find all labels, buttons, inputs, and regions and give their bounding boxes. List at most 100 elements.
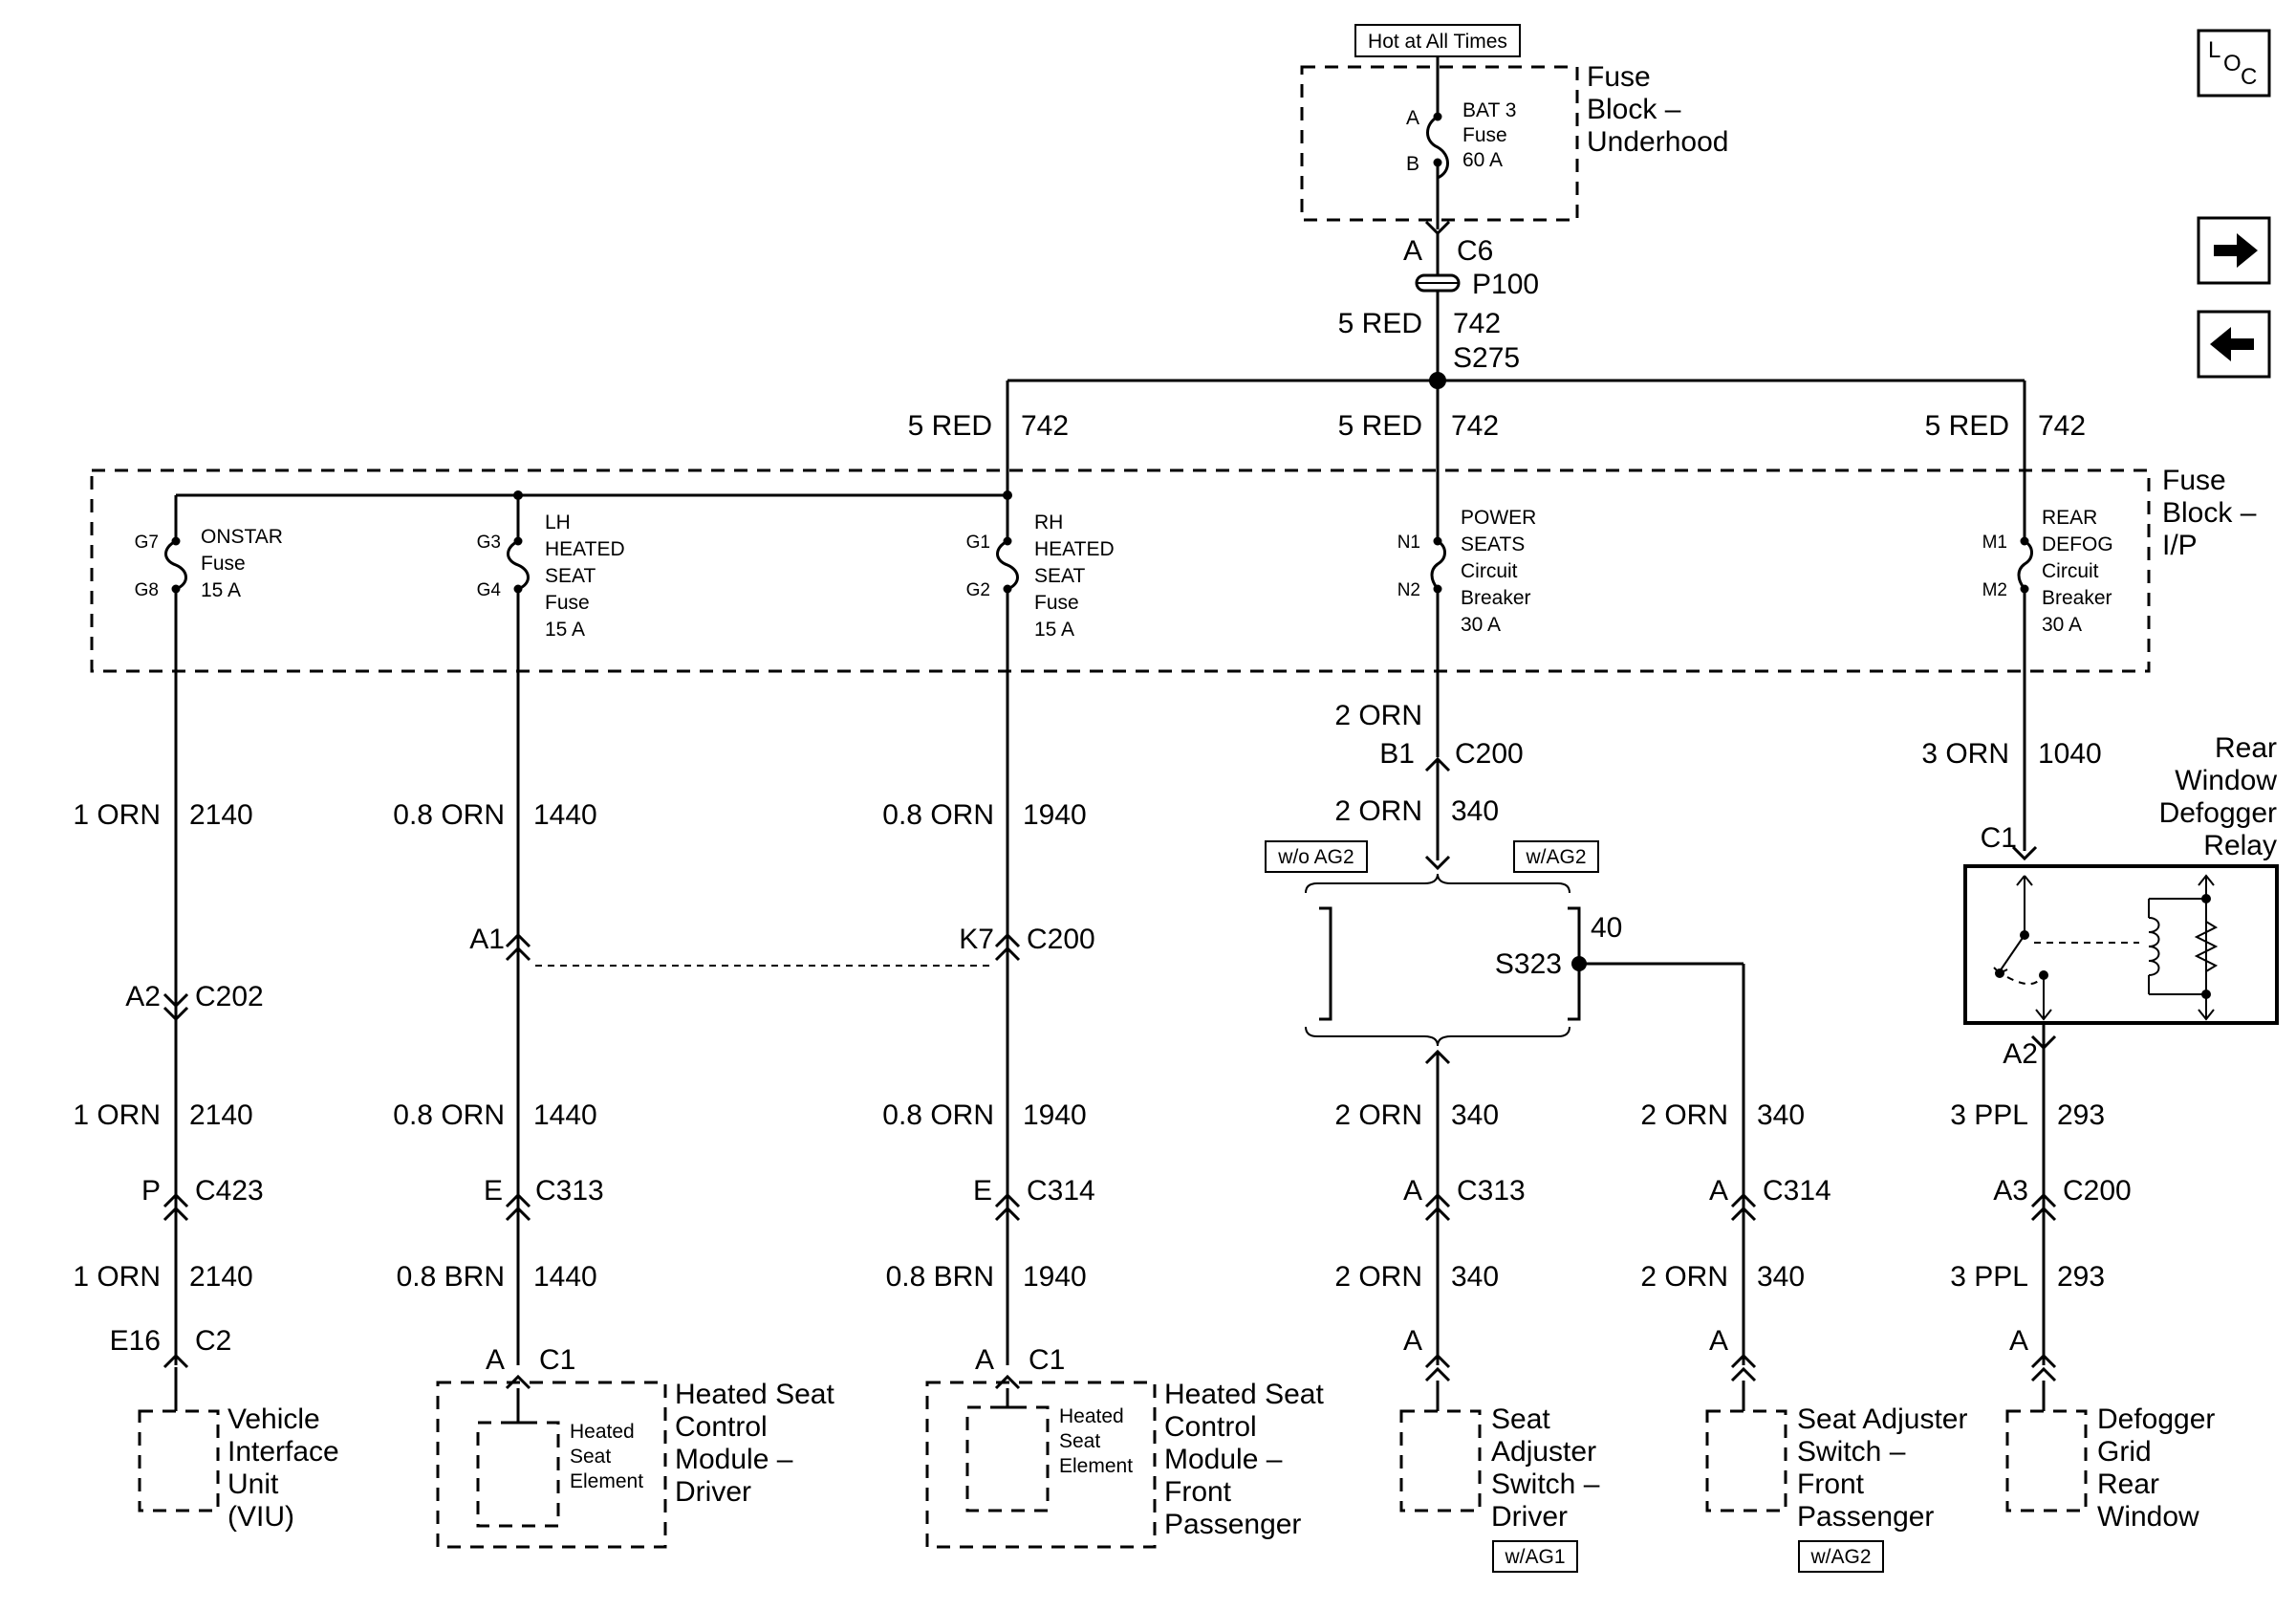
col3-wire1-gauge: 0.8 ORN — [882, 799, 994, 831]
lh-element-line-1: Heated — [570, 1421, 635, 1443]
viu-component — [138, 1409, 220, 1512]
col3-c1-pin: A — [975, 1344, 994, 1376]
relay-label-3: Defogger — [2159, 797, 2277, 829]
fuse-rh-seat-pin-in: G1 — [966, 533, 990, 553]
col3-wire3-circuit: 1940 — [1023, 1261, 1087, 1293]
col6-wire3-circuit: 293 — [2057, 1261, 2105, 1293]
col2-wire3-gauge: 0.8 BRN — [397, 1261, 505, 1293]
breaker-seats-line-1: POWER — [1461, 507, 1536, 529]
col1-wire1-gauge: 1 ORN — [73, 799, 161, 831]
breaker-seats-pin-in: N1 — [1397, 533, 1420, 553]
col6-c200-pin: A3 — [1993, 1175, 2028, 1207]
passenger-switch-label-1: Seat Adjuster — [1797, 1403, 1967, 1435]
breaker-defog-line-2: DEFOG — [2042, 533, 2113, 555]
col4-wire0-gauge: 2 ORN — [1334, 700, 1422, 731]
col2-wire1-gauge: 0.8 ORN — [393, 799, 505, 831]
rh-module-label-4: Front — [1164, 1476, 1232, 1508]
breaker-defog-pin-in: M1 — [1982, 533, 2007, 553]
defogger-label-3: Rear — [2097, 1469, 2159, 1500]
col1-wire3-circuit: 2140 — [189, 1261, 253, 1293]
col4-wire1-gauge: 2 ORN — [1334, 795, 1422, 827]
col1-c202: C202 — [195, 981, 264, 1012]
rh-module-label-5: Passenger — [1164, 1509, 1301, 1540]
col3-wire1-circuit: 1940 — [1023, 799, 1087, 831]
driver-switch-label-3: Switch – — [1491, 1469, 1600, 1500]
location-icon[interactable]: L O C — [2197, 29, 2271, 98]
col5-conn3-pin: A — [1709, 1325, 1728, 1357]
underhood-fuse-block — [1300, 65, 1579, 222]
bat3-pin-a: A — [1406, 107, 1419, 129]
arrow-left-icon[interactable] — [2197, 310, 2271, 379]
fuse-rh-seat-line-3: SEAT — [1034, 565, 1085, 587]
fuse-onstar-pin-out: G8 — [135, 580, 159, 600]
col2-wire3-circuit: 1440 — [533, 1261, 597, 1293]
col6-wire3-gauge: 3 PPL — [1950, 1261, 2028, 1293]
defogger-label-2: Grid — [2097, 1436, 2152, 1468]
col5-c314-pin: A — [1709, 1175, 1728, 1207]
breaker-defog-line-1: REAR — [2042, 507, 2097, 529]
fuse-rh-seat-line-2: HEATED — [1034, 538, 1115, 560]
fuse-lh-seat-line-5: 15 A — [545, 619, 585, 641]
s323-pin: 40 — [1591, 912, 1622, 944]
col4-c313: C313 — [1457, 1175, 1526, 1207]
defogger-label-4: Window — [2097, 1501, 2199, 1533]
bat3-fuse-rating: 60 A — [1462, 149, 1503, 171]
col4-b1-pin: B1 — [1379, 738, 1415, 770]
defogger-grid — [2005, 1409, 2088, 1512]
fuse-lh-seat-line-3: SEAT — [545, 565, 596, 587]
passenger-switch-label-4: Passenger — [1797, 1501, 1934, 1533]
ip-block-label-1: Fuse — [2162, 465, 2226, 496]
col5-wire3-circuit: 340 — [1757, 1261, 1805, 1293]
branch-wire-3-gauge: 5 RED — [1925, 410, 2009, 442]
passenger-switch-label-3: Front — [1797, 1469, 1865, 1500]
breaker-seats-line-3: Circuit — [1461, 560, 1518, 582]
col1-c423-pin: P — [141, 1175, 161, 1207]
col2-c313-pin: E — [484, 1175, 503, 1207]
col4-wire2-gauge: 2 ORN — [1334, 1099, 1422, 1131]
breaker-seats-pin-out: N2 — [1397, 580, 1420, 600]
option-with-ag1: w/AG1 — [1504, 1546, 1565, 1568]
relay-label-4: Relay — [2203, 830, 2277, 861]
ip-block-label-2: Block – — [2162, 497, 2257, 529]
defogger-label-1: Defogger — [2097, 1403, 2215, 1435]
rh-seat-element — [965, 1405, 1050, 1512]
col1-wire2-gauge: 1 ORN — [73, 1099, 161, 1131]
col2-c1: C1 — [539, 1344, 575, 1376]
col3-c314: C314 — [1027, 1175, 1095, 1207]
rh-module-label-1: Heated Seat — [1164, 1379, 1324, 1410]
col3-c1: C1 — [1029, 1344, 1065, 1376]
lh-element-line-3: Element — [570, 1470, 643, 1492]
option-with-ag1-box — [1492, 1540, 1578, 1573]
driver-switch-label-4: Driver — [1491, 1501, 1568, 1533]
driver-switch-label-2: Adjuster — [1491, 1436, 1596, 1468]
branch-wire-2-circuit: 742 — [1451, 410, 1499, 442]
col2-c313: C313 — [535, 1175, 604, 1207]
loc-icon-l: L — [2208, 37, 2220, 63]
col6-wire2-gauge: 3 PPL — [1950, 1099, 2028, 1131]
col4-wire2-circuit: 340 — [1451, 1099, 1499, 1131]
driver-switch-label-1: Seat — [1491, 1403, 1550, 1435]
passenger-switch-label-2: Switch – — [1797, 1436, 1906, 1468]
col4-wire1-circuit: 340 — [1451, 795, 1499, 827]
passenger-seat-switch — [1705, 1409, 1787, 1512]
breaker-seats-line-4: Breaker — [1461, 587, 1531, 609]
col3-c200: C200 — [1027, 924, 1095, 955]
arrow-right-icon[interactable] — [2197, 216, 2271, 285]
col4-conn3-pin: A — [1403, 1325, 1422, 1357]
col6-conn3-pin: A — [2009, 1325, 2028, 1357]
viu-label-2: Interface — [227, 1436, 339, 1468]
underhood-block-label-1: Fuse — [1587, 61, 1651, 93]
col3-wire2-circuit: 1940 — [1023, 1099, 1087, 1131]
p100-label: P100 — [1472, 269, 1539, 300]
col5-c314: C314 — [1763, 1175, 1831, 1207]
c6-pin: A — [1403, 235, 1422, 267]
col1-wire2-circuit: 2140 — [189, 1099, 253, 1131]
col1-wire3-gauge: 1 ORN — [73, 1261, 161, 1293]
viu-label-1: Vehicle — [227, 1403, 320, 1435]
col1-c202-pin: A2 — [125, 981, 161, 1012]
fuse-onstar-line-2: Fuse — [201, 553, 246, 575]
fuse-lh-seat-line-4: Fuse — [545, 592, 590, 614]
col6-wire2-circuit: 293 — [2057, 1099, 2105, 1131]
col1-c2: C2 — [195, 1325, 231, 1357]
col3-k7-pin: K7 — [959, 924, 994, 955]
